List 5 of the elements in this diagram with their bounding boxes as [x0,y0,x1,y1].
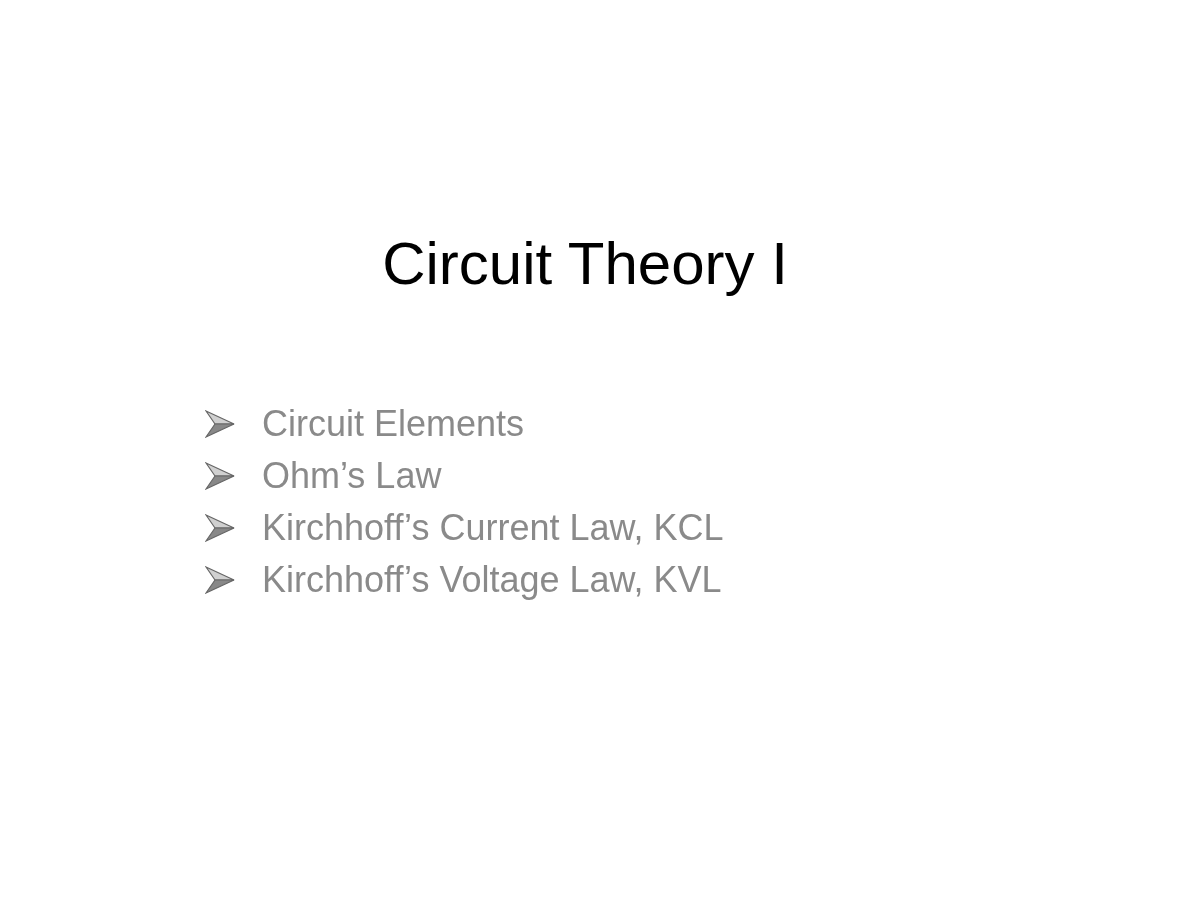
bullet-text: Ohm’s Law [262,454,442,498]
slide-title: Circuit Theory I [381,229,789,299]
bullet-text: Kirchhoff’s Current Law, KCL [262,506,724,550]
bullet-text: Kirchhoff’s Voltage Law, KVL [262,558,722,602]
bullet-text: Circuit Elements [262,402,525,446]
